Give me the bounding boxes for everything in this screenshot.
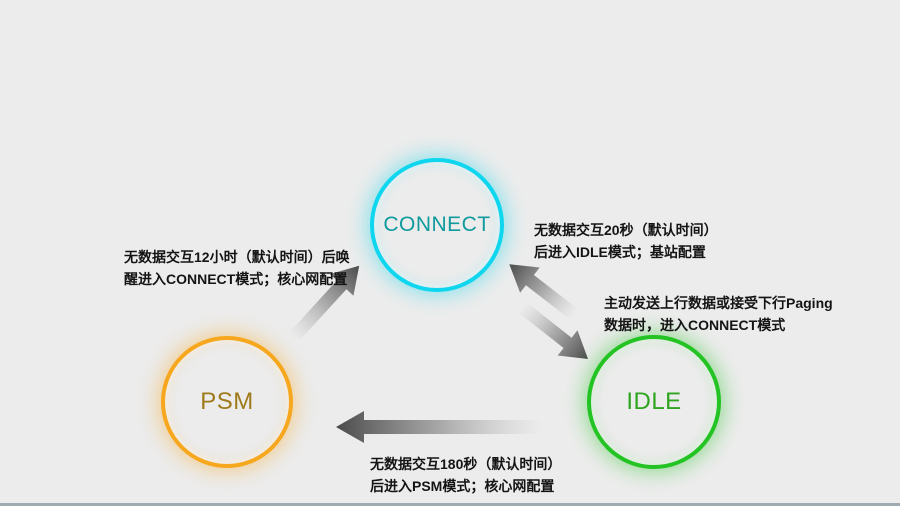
arrow-idle-to-connect — [509, 264, 579, 321]
caption-idle-to-connect-line1: 主动发送上行数据或接受下行Paging — [604, 295, 833, 311]
arrow-psm-to-connect — [288, 265, 360, 343]
caption-idle-to-psm-line1: 无数据交互180秒（默认时间） — [370, 456, 562, 472]
caption-connect-to-idle-line1: 无数据交互20秒（默认时间） — [534, 222, 718, 238]
state-circle-psm: PSM — [161, 336, 293, 468]
caption-psm-to-connect-line1: 无数据交互12小时（默认时间）后唤 — [124, 249, 350, 265]
caption-idle-to-connect: 主动发送上行数据或接受下行Paging 数据时，进入CONNECT模式 — [604, 292, 833, 336]
state-circle-idle: IDLE — [587, 335, 721, 469]
bottom-edge-bar — [0, 503, 900, 506]
caption-psm-to-connect-line2: 醒进入CONNECT模式；核心网配置 — [124, 271, 348, 287]
caption-psm-to-connect: 无数据交互12小时（默认时间）后唤 醒进入CONNECT模式；核心网配置 — [124, 246, 350, 290]
state-circle-connect: CONNECT — [370, 158, 504, 292]
caption-idle-to-connect-line2: 数据时，进入CONNECT模式 — [604, 317, 786, 333]
arrow-idle-to-psm — [336, 411, 542, 443]
state-label-psm: PSM — [200, 388, 254, 415]
state-label-idle: IDLE — [626, 388, 682, 415]
arrow-connect-to-idle — [517, 301, 589, 359]
caption-connect-to-idle: 无数据交互20秒（默认时间） 后进入IDLE模式；基站配置 — [534, 219, 718, 263]
state-label-connect: CONNECT — [383, 213, 491, 236]
caption-idle-to-psm: 无数据交互180秒（默认时间） 后进入PSM模式；核心网配置 — [370, 453, 561, 497]
caption-connect-to-idle-line2: 后进入IDLE模式；基站配置 — [534, 244, 706, 260]
caption-idle-to-psm-line2: 后进入PSM模式；核心网配置 — [370, 478, 555, 494]
